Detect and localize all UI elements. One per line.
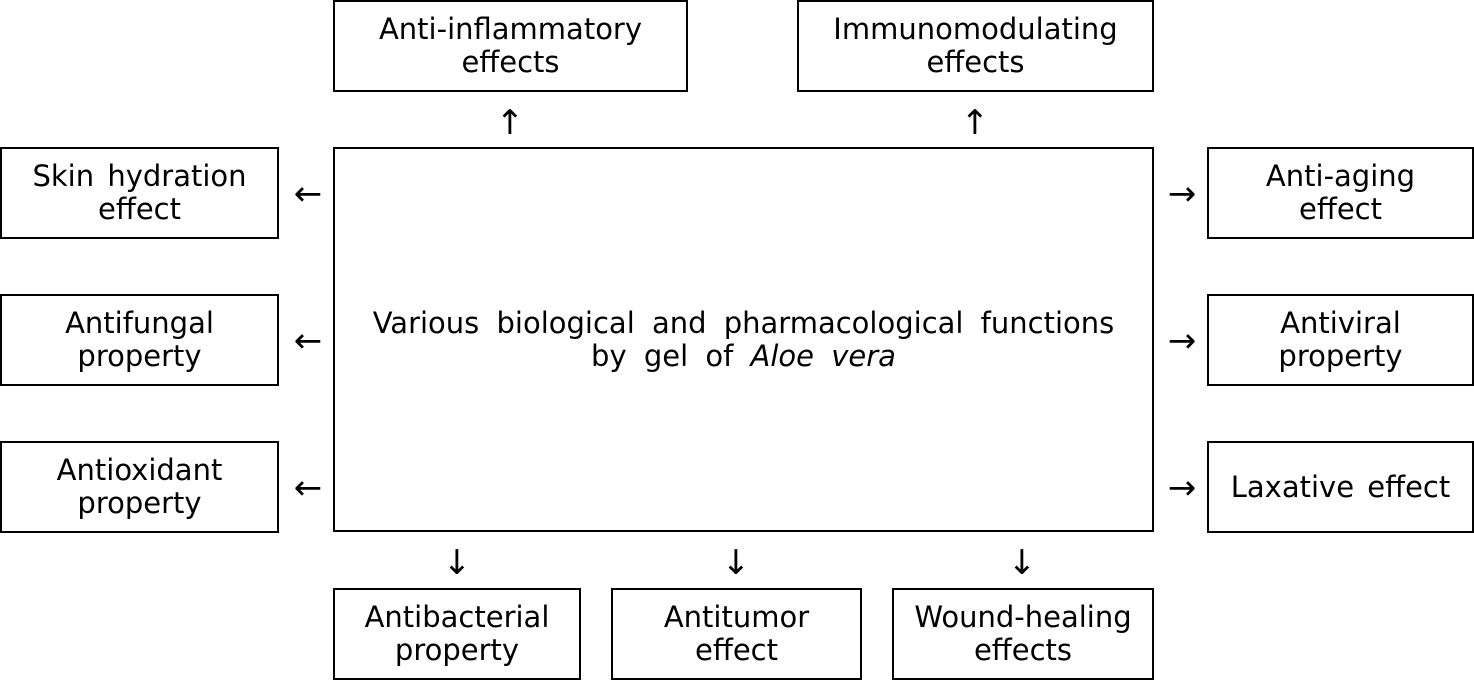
node-label-line1: Antiviral <box>1280 306 1401 340</box>
node-label-line1: Anti-inflammatory <box>378 12 643 46</box>
node-antifungal: Antifungal property <box>0 294 279 386</box>
node-label-line1: Skin hydration <box>32 159 247 193</box>
arrow-right-icon: → <box>1167 174 1197 214</box>
center-node-line2-prefix: by gel of <box>591 338 751 373</box>
node-skin-hydration: Skin hydration effect <box>0 147 279 239</box>
node-wound-healing: Wound-healing effects <box>892 588 1154 680</box>
node-label-line1: Antifungal <box>65 306 214 340</box>
arrow-down-icon: ↓ <box>1007 543 1037 583</box>
center-node-line2: by gel of Aloe vera <box>373 338 1115 373</box>
center-node-line1: Various biological and pharmacological f… <box>372 305 1115 340</box>
node-label-line2: property <box>1278 339 1403 373</box>
arrow-right-icon: → <box>1167 468 1197 508</box>
node-antiviral: Antiviral property <box>1207 294 1474 386</box>
node-label-line2: property <box>77 339 202 373</box>
node-label-line1: Antitumor <box>663 600 810 634</box>
node-label-line1: Laxative effect <box>1230 469 1451 504</box>
node-label-line2: effects <box>973 633 1073 667</box>
node-immunomodulating: Immunomodulating effects <box>797 0 1154 92</box>
node-label-line1: Antibacterial <box>364 600 550 634</box>
node-label-line2: effect <box>1299 192 1382 226</box>
node-label-line1: Anti-aging <box>1265 159 1416 193</box>
node-label-line2: effects <box>926 45 1025 79</box>
node-anti-inflammatory: Anti-inflammatory effects <box>333 0 688 92</box>
node-anti-aging: Anti-aging effect <box>1207 147 1474 239</box>
center-node: Various biological and pharmacological f… <box>333 147 1154 532</box>
center-node-label: Various biological and pharmacological f… <box>372 305 1115 373</box>
arrow-down-icon: ↓ <box>721 543 751 583</box>
node-label-line1: Antioxidant <box>56 453 223 487</box>
node-label-line2: effect <box>695 633 778 667</box>
node-label-line2: effect <box>98 192 181 226</box>
node-antioxidant: Antioxidant property <box>0 441 279 533</box>
center-node-species: Aloe vera <box>750 338 896 373</box>
node-antitumor: Antitumor effect <box>611 588 862 680</box>
arrow-right-icon: → <box>1167 321 1197 361</box>
arrow-left-icon: ← <box>293 174 323 214</box>
node-laxative: Laxative effect <box>1207 441 1474 533</box>
node-label-line2: property <box>77 486 202 520</box>
arrow-down-icon: ↓ <box>442 543 472 583</box>
node-label-line2: effects <box>461 45 560 79</box>
arrow-left-icon: ← <box>293 321 323 361</box>
arrow-left-icon: ← <box>293 468 323 508</box>
node-label-line1: Wound-healing <box>914 600 1132 634</box>
arrow-up-icon: ↑ <box>495 103 525 143</box>
node-label-line1: Immunomodulating <box>833 12 1118 46</box>
node-antibacterial: Antibacterial property <box>333 588 581 680</box>
arrow-up-icon: ↑ <box>960 103 990 143</box>
node-label-line2: property <box>394 633 520 667</box>
